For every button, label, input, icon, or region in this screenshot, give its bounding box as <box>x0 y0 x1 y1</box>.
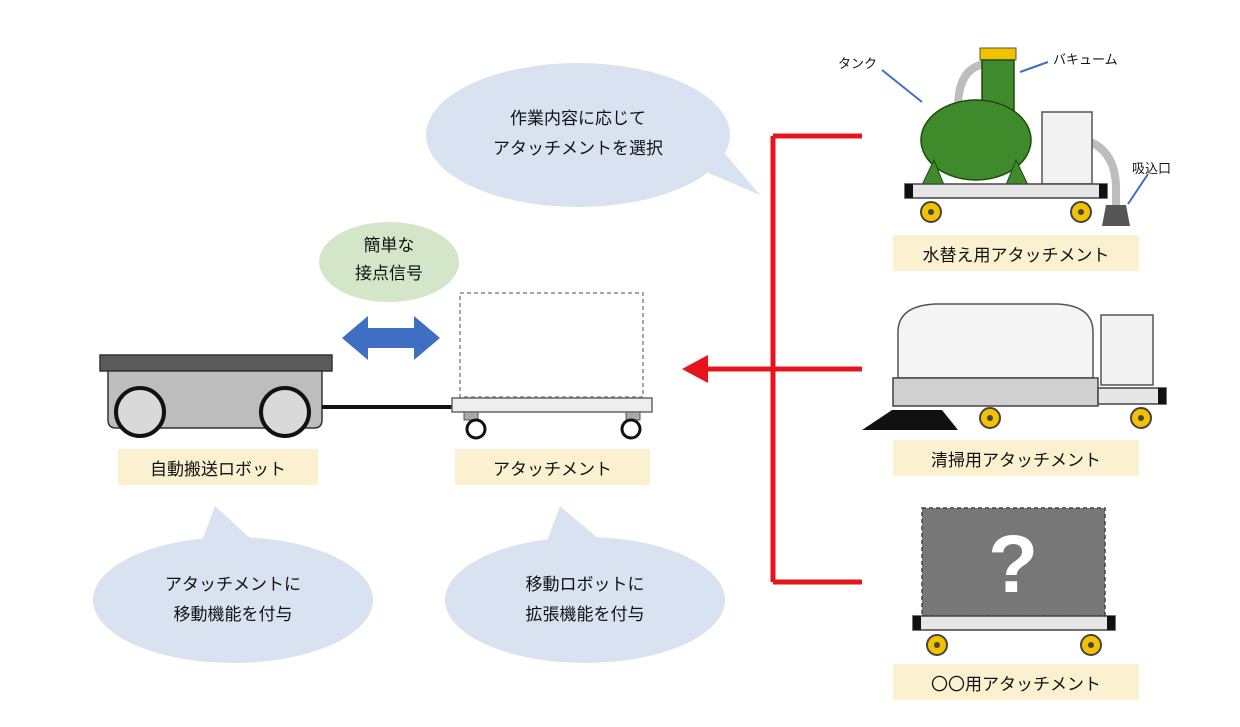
bubble-attachment-line-1: 移動ロボットに <box>525 575 645 595</box>
bubble-signal-line-2: 接点信号 <box>355 264 423 284</box>
cleaning-attachment <box>862 303 1167 430</box>
bubble-signal <box>319 222 459 302</box>
other-attachment <box>912 507 1116 656</box>
label-attachment: アタッチメント <box>455 449 650 485</box>
bubble-robot <box>93 506 373 663</box>
bubble-signal-line-1: 簡単な <box>363 236 415 256</box>
bubble-attachment-text: 移動ロボットに 拡張機能を付与 <box>495 570 675 630</box>
selector-bracket <box>705 133 862 585</box>
water-attachment <box>881 47 1149 226</box>
bubble-attachment <box>445 506 725 663</box>
tag-tank: タンク <box>838 57 878 72</box>
attachment-platform <box>451 292 653 440</box>
bubble-top-line-1: 作業内容に応じて <box>510 109 646 129</box>
tag-intake: 吸込口 <box>1132 162 1172 177</box>
label-robot: 自動搬送ロボット <box>118 449 318 485</box>
bubble-robot-line-1: アタッチメントに <box>165 575 301 595</box>
unknown-mark: ? <box>988 519 1038 610</box>
bubble-top-line-2: アタッチメントを選択 <box>493 139 663 159</box>
bubble-robot-line-2: 移動機能を付与 <box>173 605 293 625</box>
tag-vacuum: バキューム <box>1053 53 1118 68</box>
double-arrow-icon <box>342 316 440 360</box>
agv-robot <box>99 354 333 438</box>
bubble-top <box>426 63 760 207</box>
red-arrow-head <box>682 355 708 383</box>
bubble-attachment-line-2: 拡張機能を付与 <box>525 605 645 625</box>
label-other-attachment: 〇〇用アタッチメント <box>893 664 1139 700</box>
label-cleaning-attachment: 清掃用アタッチメント <box>893 440 1139 476</box>
bubble-signal-text: 簡単な 接点信号 <box>339 232 439 288</box>
label-water-attachment: 水替え用アタッチメント <box>893 235 1139 271</box>
bubble-robot-text: アタッチメントに 移動機能を付与 <box>143 570 323 630</box>
bubble-top-text: 作業内容に応じて アタッチメントを選択 <box>468 104 688 164</box>
